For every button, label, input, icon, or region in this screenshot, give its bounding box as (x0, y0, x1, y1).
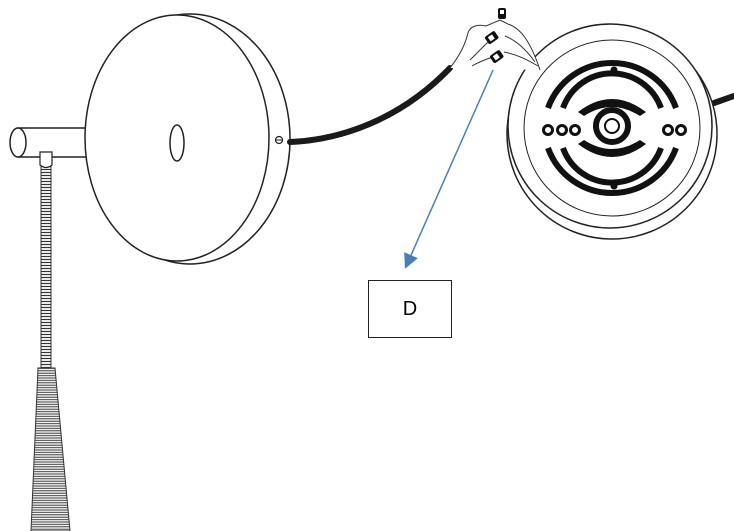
callout-label-text: D (402, 297, 418, 320)
callout-label-d: D (368, 280, 452, 338)
wall-mounting-plate (84, 13, 291, 265)
flexible-gooseneck (40, 159, 52, 371)
mounting-bracket (506, 23, 718, 240)
callout-arrow (404, 69, 494, 269)
wire-connectors (449, 8, 541, 71)
lamp-shade (30, 367, 71, 531)
